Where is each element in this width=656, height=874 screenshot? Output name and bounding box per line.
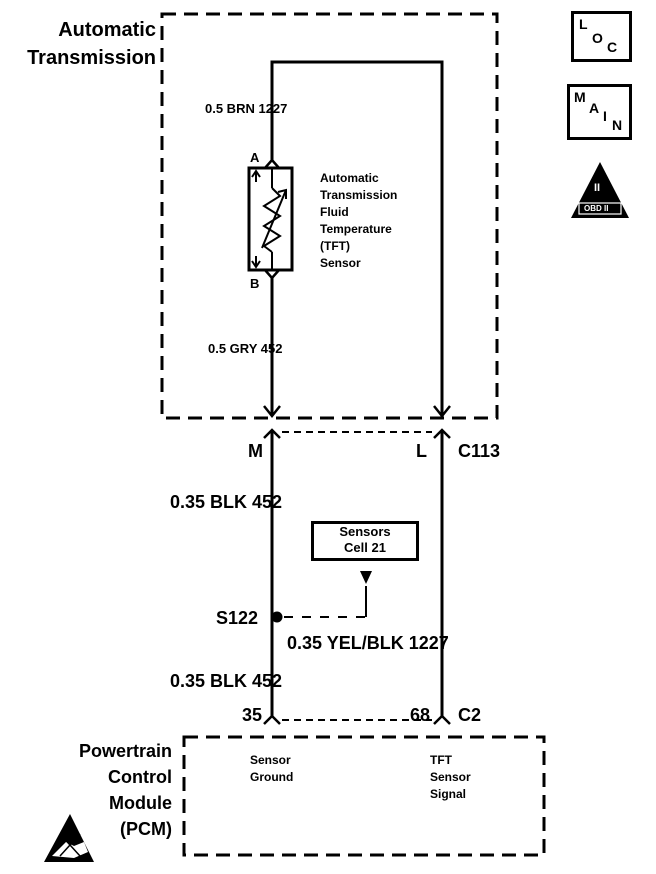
sensor-arrow-bottom	[251, 256, 261, 269]
pcm-pin-sensor-ground: Sensor Ground	[250, 752, 293, 786]
c113-name: C113	[458, 441, 501, 461]
pcm-title-line1: Powertrain	[78, 741, 172, 761]
splice-s122-dot	[271, 611, 283, 623]
tft-sensor-box	[247, 166, 294, 272]
pcm-pin1-line2: Ground	[250, 770, 294, 784]
c2-pin-35	[263, 714, 281, 725]
obd-ii-text: OBD II	[584, 204, 609, 213]
pcm-title-line3: Module	[109, 793, 172, 813]
main-letter-a: A	[589, 100, 600, 116]
main-letter-i: I	[603, 108, 607, 124]
tft-sensor-line-1: Automatic	[320, 171, 379, 185]
pcm-pin2-line1: TFT	[430, 753, 452, 767]
arrow-l	[433, 405, 451, 419]
pcm-pin1-line1: Sensor	[250, 753, 291, 767]
pin-b-symbol	[264, 269, 280, 280]
thermistor-variable-arrow	[261, 189, 287, 249]
c113-pin-m-label: M	[248, 441, 263, 461]
main-letter-n: N	[612, 117, 623, 133]
transmission-title-line1: Automatic	[58, 19, 156, 41]
tft-sensor-line-4: Temperature	[320, 222, 392, 236]
c2-pin-35-label: 35	[242, 705, 263, 725]
pcm-pin2-line3: Signal	[430, 787, 467, 801]
arrow-m	[263, 405, 281, 419]
transmission-enclosure	[160, 12, 499, 420]
wire-label-brn-1227: 0.5 BRN 1227	[205, 101, 288, 116]
loc-letter-c: C	[607, 39, 618, 55]
tft-sensor-line-2: Transmission	[320, 188, 398, 202]
sensor-arrow-top	[251, 169, 261, 182]
wire-1227-brn	[270, 60, 444, 418]
esd-hand-cross-icon	[59, 833, 81, 857]
thermistor-zigzag	[262, 187, 282, 253]
main-letter-m: M	[574, 89, 586, 105]
sensors-cell-line1: Sensors	[339, 524, 391, 539]
wire-label-yel-blk-1227: 0.35 YEL/BLK 1227	[287, 633, 449, 653]
pcm-pin-tft-signal: TFT Sensor Signal	[430, 752, 471, 803]
wire-label-blk-452-upper: 0.35 BLK 452	[170, 492, 283, 512]
tft-sensor-name: Automatic Transmission Fluid Temperature…	[320, 170, 397, 272]
tft-sensor-line-3: Fluid	[320, 205, 349, 219]
loc-icon[interactable]: L O C	[571, 11, 632, 62]
transmission-title-line2: Transmission	[27, 47, 156, 69]
wire-label-blk-452-lower: 0.35 BLK 452	[170, 671, 283, 691]
pin-a-symbol	[264, 158, 280, 169]
sensors-cell-line2: Cell 21	[344, 540, 386, 555]
pcm-title: Powertrain Control Module (PCM)	[79, 738, 172, 842]
loc-letter-o: O	[592, 30, 603, 46]
sensors-cell-box: Sensors Cell 21	[311, 521, 419, 561]
transmission-title: Automatic Transmission	[27, 16, 156, 72]
c2-pin-68	[433, 714, 451, 725]
splice-s122-label: S122	[216, 608, 259, 628]
pcm-pin2-line2: Sensor	[430, 770, 471, 784]
main-icon[interactable]: M A I N	[567, 84, 632, 140]
obd-ii-label-plate	[578, 202, 622, 215]
pin-b-label: B	[250, 276, 260, 291]
pcm-enclosure	[182, 735, 546, 857]
pcm-title-line4: (PCM)	[120, 819, 172, 839]
wire-label-gry-452: 0.5 GRY 452	[208, 341, 283, 356]
tft-sensor-line-5: (TFT)	[320, 239, 350, 253]
pcm-title-line2: Control	[108, 767, 172, 787]
pin-a-label: A	[250, 150, 260, 165]
sensors-cell-pointer	[360, 571, 372, 584]
c113-pin-l-label: L	[416, 441, 427, 461]
obd-ii-roman: II	[594, 182, 601, 194]
c2-pin-68-label: 68	[410, 705, 431, 725]
loc-letter-l: L	[579, 16, 588, 32]
thermistor-arrow-head	[277, 188, 287, 199]
c2-name: C2	[458, 705, 482, 725]
tft-sensor-line-6: Sensor	[320, 256, 361, 270]
